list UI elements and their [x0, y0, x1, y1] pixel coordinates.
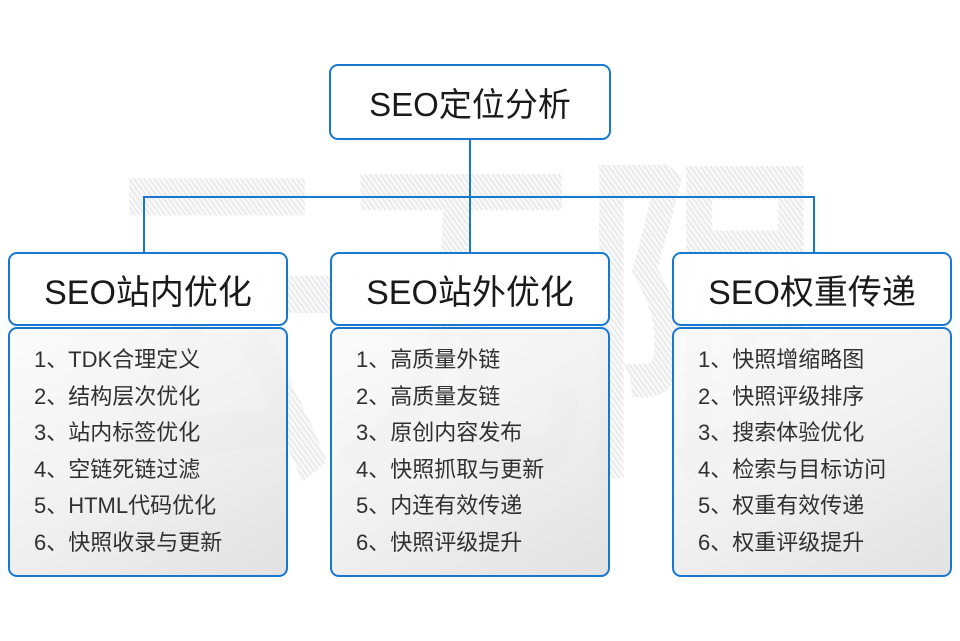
branch-list-onsite: 1、TDK合理定义 2、结构层次优化 3、站内标签优化 4、空链死链过滤 5、H…	[8, 327, 288, 577]
list-item: 3、站内标签优化	[34, 420, 201, 445]
list-item: 1、TDK合理定义	[34, 347, 201, 372]
list-item: 3、原创内容发布	[356, 420, 523, 445]
connector-horizontal	[143, 196, 815, 198]
list-item: 3、搜索体验优化	[698, 420, 865, 445]
list-item: 6、快照评级提升	[356, 529, 523, 555]
connector-root-stem	[469, 140, 471, 198]
branch-header-label: SEO站内优化	[44, 273, 252, 312]
root-node-label: SEO定位分析	[369, 86, 571, 123]
list-item: 6、权重评级提升	[698, 529, 865, 555]
list-item: 4、空链死链过滤	[34, 456, 201, 482]
root-node-seo-positioning: SEO定位分析	[329, 64, 611, 140]
branch-header-label: SEO站外优化	[366, 273, 574, 312]
list-item: 6、快照收录与更新	[34, 529, 223, 555]
list-item: 1、快照增缩略图	[698, 347, 865, 372]
branch-weight-transfer: SEO权重传递 1、快照增缩略图 2、快照评级排序 3、搜索体验优化 4、检索与…	[672, 252, 952, 577]
list-item: 4、检索与目标访问	[698, 456, 887, 482]
list-item: 5、权重有效传递	[698, 493, 865, 518]
list-item: 4、快照抓取与更新	[356, 456, 545, 482]
list-item: 2、高质量友链	[356, 383, 501, 409]
connector-drop-left	[143, 197, 145, 253]
branch-header-offsite: SEO站外优化	[330, 252, 610, 326]
branch-list-weight: 1、快照增缩略图 2、快照评级排序 3、搜索体验优化 4、检索与目标访问 5、权…	[672, 327, 952, 577]
branch-header-onsite: SEO站内优化	[8, 252, 288, 326]
branch-header-label: SEO权重传递	[708, 273, 916, 312]
branch-offsite-optimization: SEO站外优化 1、高质量外链 2、高质量友链 3、原创内容发布 4、快照抓取与…	[330, 252, 610, 577]
branch-header-weight: SEO权重传递	[672, 252, 952, 326]
branch-onsite-optimization: SEO站内优化 1、TDK合理定义 2、结构层次优化 3、站内标签优化 4、空链…	[8, 252, 288, 577]
list-item: 2、结构层次优化	[34, 383, 201, 409]
connector-drop-right	[813, 197, 815, 253]
list-item: 5、HTML代码优化	[34, 493, 217, 518]
list-item: 1、高质量外链	[356, 347, 501, 372]
list-item: 2、快照评级排序	[698, 383, 865, 409]
connector-drop-middle	[469, 197, 471, 253]
branch-list-offsite: 1、高质量外链 2、高质量友链 3、原创内容发布 4、快照抓取与更新 5、内连有…	[330, 327, 610, 577]
list-item: 5、内连有效传递	[356, 493, 523, 518]
